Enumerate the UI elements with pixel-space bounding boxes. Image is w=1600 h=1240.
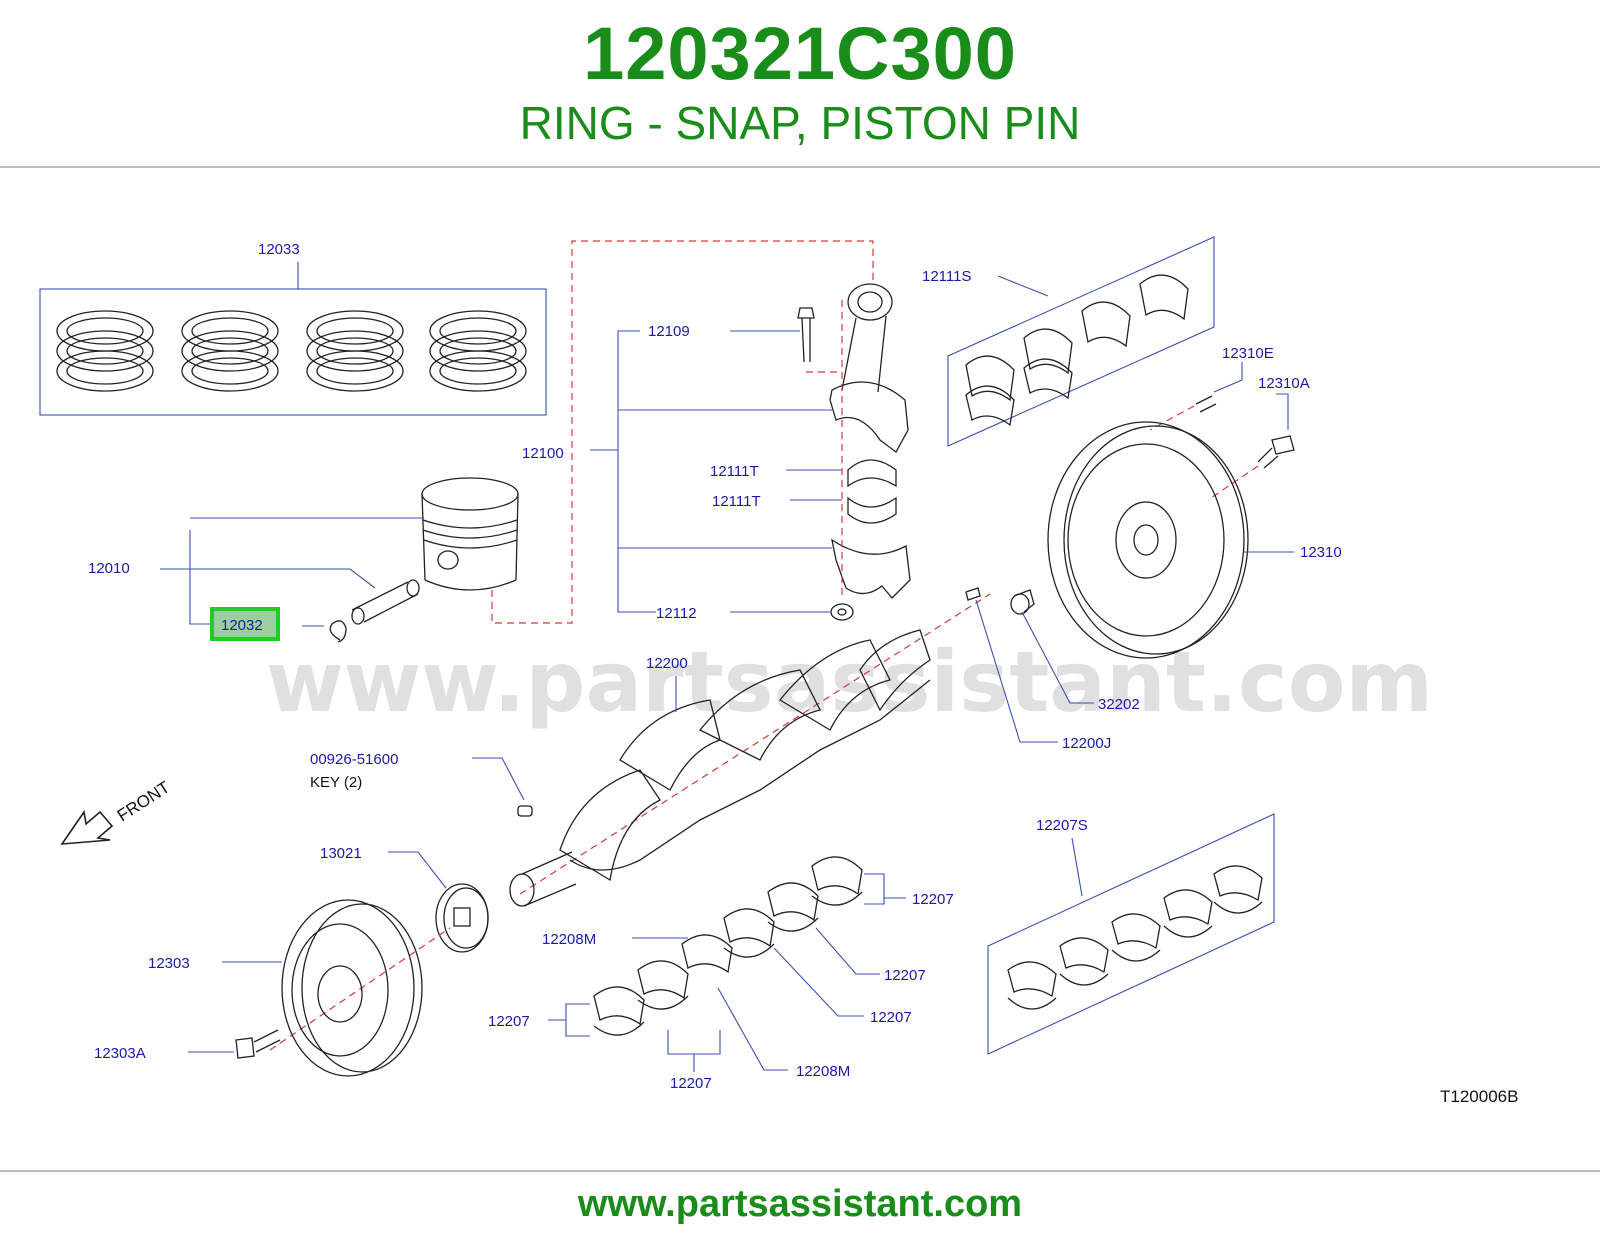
front-arrow: FRONT <box>60 778 173 845</box>
label-12200J[interactable]: 12200J <box>1062 735 1111 752</box>
label-12310E[interactable]: 12310E <box>1222 345 1274 362</box>
label-12111T-lower[interactable]: 12111T <box>712 493 761 510</box>
ring-stack-2 <box>181 310 279 392</box>
snap-ring <box>329 620 347 643</box>
label-12207-d[interactable]: 12207 <box>488 1013 530 1030</box>
header-divider <box>0 166 1600 168</box>
label-00926-51600[interactable]: 00926-51600 <box>310 751 398 768</box>
label-12207-b[interactable]: 12207 <box>884 967 926 984</box>
label-12208M-lower[interactable]: 12208M <box>796 1063 850 1080</box>
conn-rod-bolt <box>797 307 815 363</box>
crank-pin <box>965 587 981 601</box>
piston-pin <box>351 579 420 625</box>
label-12310[interactable]: 12310 <box>1300 544 1342 561</box>
label-12207-a[interactable]: 12207 <box>912 891 954 908</box>
label-12109[interactable]: 12109 <box>648 323 690 340</box>
label-12200[interactable]: 12200 <box>646 655 688 672</box>
conn-rod-cap <box>831 538 911 599</box>
flywheel-bolt <box>1257 435 1295 469</box>
crank-pulley <box>281 899 423 1077</box>
woodruff-key <box>517 805 533 817</box>
watermark: www.partsassistant.com <box>266 633 1433 731</box>
label-12032[interactable]: 12032 <box>221 617 263 634</box>
label-12208M-upper[interactable]: 12208M <box>542 931 596 948</box>
label-12111S[interactable]: 12111S <box>922 268 972 285</box>
footer-url[interactable]: www.partsassistant.com <box>577 1183 1023 1225</box>
footer-divider <box>0 1170 1600 1172</box>
label-12310A[interactable]: 12310A <box>1258 375 1310 392</box>
crank-sprocket <box>435 883 489 953</box>
crankshaft <box>509 629 931 907</box>
label-12207-e[interactable]: 12207 <box>670 1075 712 1092</box>
main-bearing-set-shells <box>1007 865 1263 1010</box>
label-key-note: KEY (2) <box>310 774 362 791</box>
flywheel <box>1047 421 1249 659</box>
dowel-pin <box>1195 395 1217 413</box>
label-12033[interactable]: 12033 <box>258 241 300 258</box>
piston <box>421 477 519 591</box>
piston-ring-set <box>39 262 547 416</box>
page-header: 120321C300 RING - SNAP, PISTON PIN <box>0 0 1600 166</box>
drawing-code: T120006B <box>1440 1087 1518 1106</box>
label-12111T-upper[interactable]: 12111T <box>710 463 759 480</box>
label-13021[interactable]: 13021 <box>320 845 362 862</box>
ring-stack-3 <box>306 310 404 392</box>
parts-diagram: www.partsassistant.com 12033 <box>39 236 1518 1106</box>
part-description: RING - SNAP, PISTON PIN <box>519 97 1081 149</box>
part-number: 120321C300 <box>583 12 1017 95</box>
bearing-upper <box>847 459 897 488</box>
label-12112[interactable]: 12112 <box>656 605 697 622</box>
bearing-set-shells <box>965 274 1189 427</box>
label-12207S[interactable]: 12207S <box>1036 817 1088 834</box>
label-12303[interactable]: 12303 <box>148 955 190 972</box>
connecting-rod <box>829 283 909 453</box>
conn-rod-nut <box>830 603 854 621</box>
highlight-box-12032 <box>210 607 280 641</box>
label-12207-c[interactable]: 12207 <box>870 1009 912 1026</box>
label-12303A[interactable]: 12303A <box>94 1045 146 1062</box>
label-12010[interactable]: 12010 <box>88 560 130 577</box>
bushing <box>1010 589 1035 615</box>
ring-stack-4 <box>429 310 527 392</box>
ring-stack-1 <box>56 310 154 392</box>
label-32202[interactable]: 32202 <box>1098 696 1140 713</box>
label-12100[interactable]: 12100 <box>522 445 564 462</box>
main-bearing-shells <box>593 856 863 1036</box>
bearing-lower <box>847 496 897 524</box>
pulley-bolt <box>235 1029 281 1059</box>
front-label: FRONT <box>114 778 173 826</box>
